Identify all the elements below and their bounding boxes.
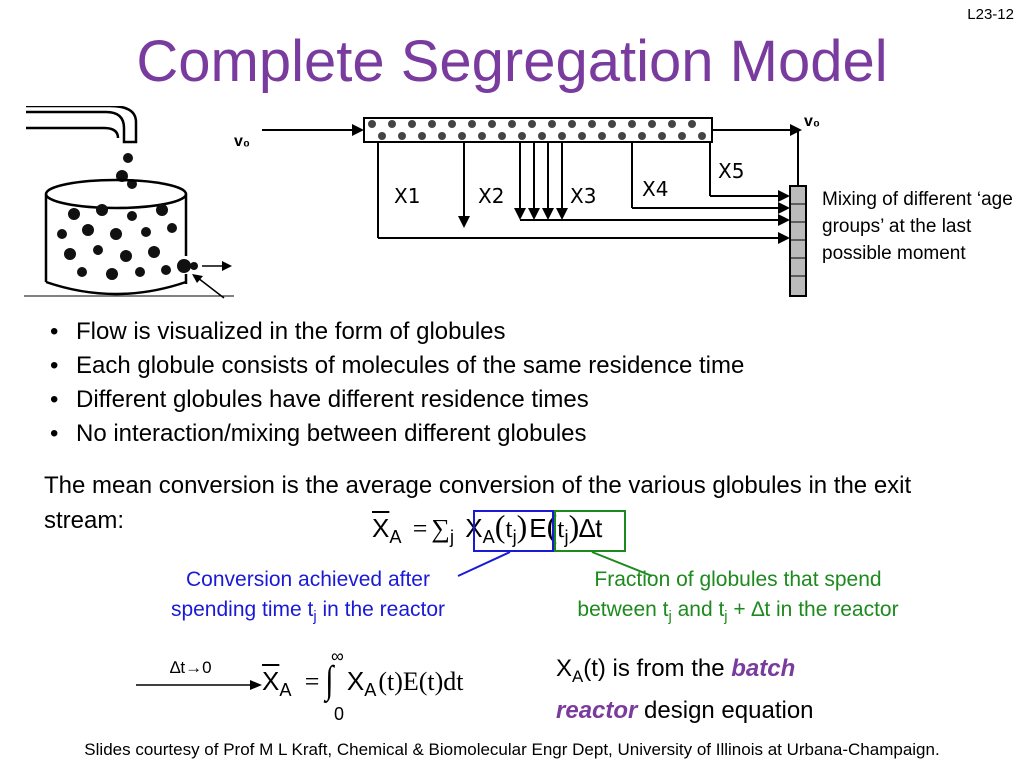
conversion-highlight-box <box>473 510 554 552</box>
mean-conversion-symbol: X <box>372 513 390 543</box>
fraction-caption: Fraction of globules that spend between … <box>577 568 899 626</box>
limit-arrow <box>136 680 262 690</box>
stream-label-x1: X1 <box>394 184 420 208</box>
stream-label-x4: X4 <box>642 177 668 201</box>
fraction-highlight-box <box>554 510 626 552</box>
batch-reactor-note: XA(t) is from the batch reactor design e… <box>556 655 814 724</box>
globule-tank-illustration <box>24 106 234 299</box>
mean-conversion-text: The mean conversion is the average conve… <box>44 472 912 534</box>
footer-credit: Slides courtesy of Prof M L Kraft, Chemi… <box>84 740 940 759</box>
outlet-label: v₀ <box>804 113 820 130</box>
page-title: Complete Segregation Model <box>136 29 888 94</box>
conversion-caption: Conversion achieved after spending time … <box>170 568 446 626</box>
stream-label-x5: X5 <box>718 159 744 183</box>
limit-label: ∆t→0 <box>170 658 212 677</box>
stream-label-x2: X2 <box>478 184 504 208</box>
discrete-equation: XA =∑j XA(tj)E(tj)∆t <box>372 508 603 548</box>
mixing-note: Mixing of different ‘age groups’ at the … <box>822 189 1013 264</box>
integral-lower-limit: 0 <box>334 704 345 724</box>
integral-equation: XA =∫ XA(t)E(t)dt <box>262 658 464 702</box>
segregated-flow-diagram: v₀ v₀ X1 X2 X3 X4 X5 <box>234 113 820 297</box>
bullet-item: No interaction/mixing between different … <box>44 417 744 451</box>
stream-label-x3: X3 <box>570 184 596 208</box>
slide-number: L23-12 <box>967 6 1014 23</box>
bullet-item: Different globules have different reside… <box>44 383 744 417</box>
bullet-item: Flow is visualized in the form of globul… <box>44 315 744 349</box>
bullet-list: Flow is visualized in the form of globul… <box>44 315 744 451</box>
bullet-item: Each globule consists of molecules of th… <box>44 349 744 383</box>
integral-upper-limit: ∞ <box>331 646 344 666</box>
inlet-label: v₀ <box>234 133 250 150</box>
